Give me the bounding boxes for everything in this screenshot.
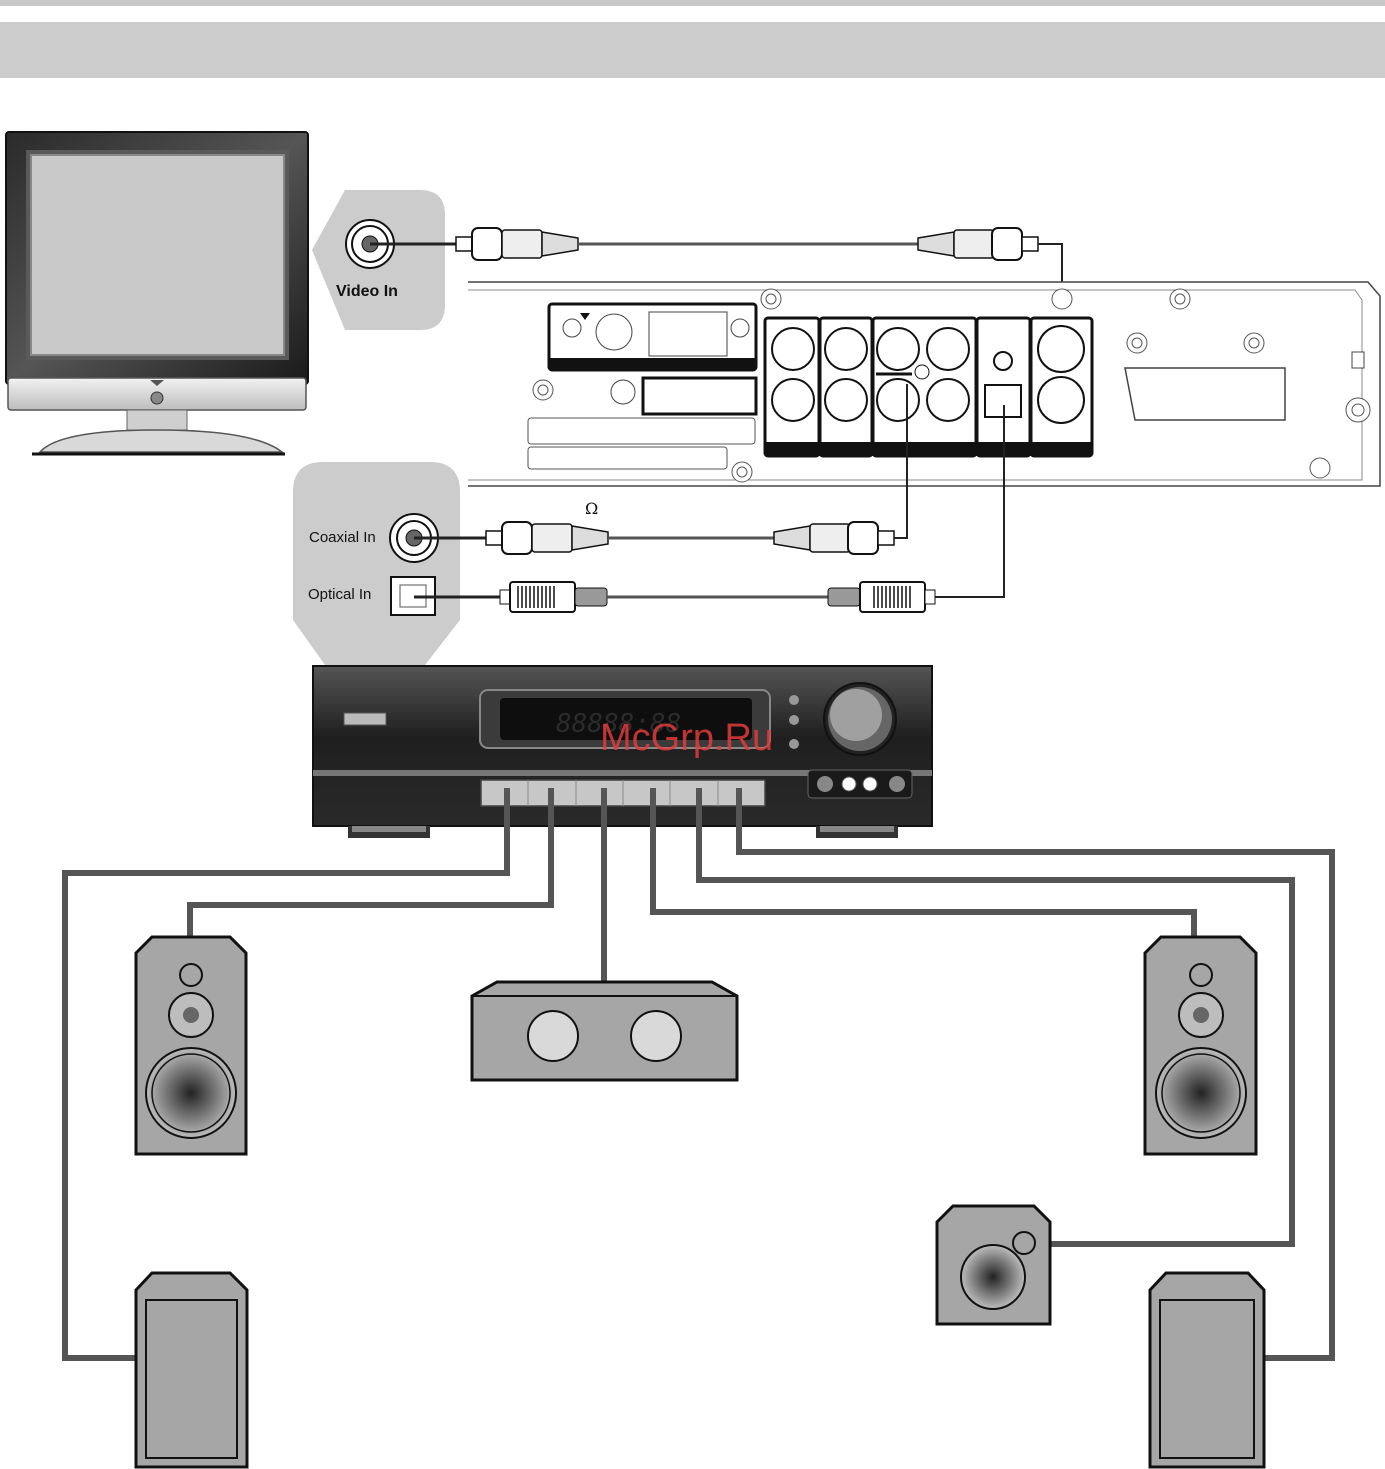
video-in-callout: Video In (312, 190, 445, 330)
watermark: McGrp.Ru (600, 717, 773, 759)
rear-right-speaker-icon (1150, 1273, 1264, 1467)
dvd-player-rear-panel-icon (468, 282, 1380, 486)
subwoofer-icon (937, 1206, 1050, 1324)
optical-in-label: Optical In (308, 586, 371, 603)
center-speaker-icon (472, 982, 737, 1080)
coaxial-in-label: Coaxial In (309, 529, 376, 546)
ohm-symbol: Ω (585, 499, 598, 518)
front-right-speaker-icon (1145, 937, 1256, 1154)
coaxial-optical-callout: Coaxial In Optical In (293, 462, 460, 665)
front-left-speaker-icon (136, 937, 246, 1154)
video-in-label: Video In (336, 283, 398, 300)
tv-monitor-icon (6, 132, 308, 454)
wire-rear-left (65, 788, 507, 1358)
rear-left-speaker-icon (136, 1273, 247, 1467)
